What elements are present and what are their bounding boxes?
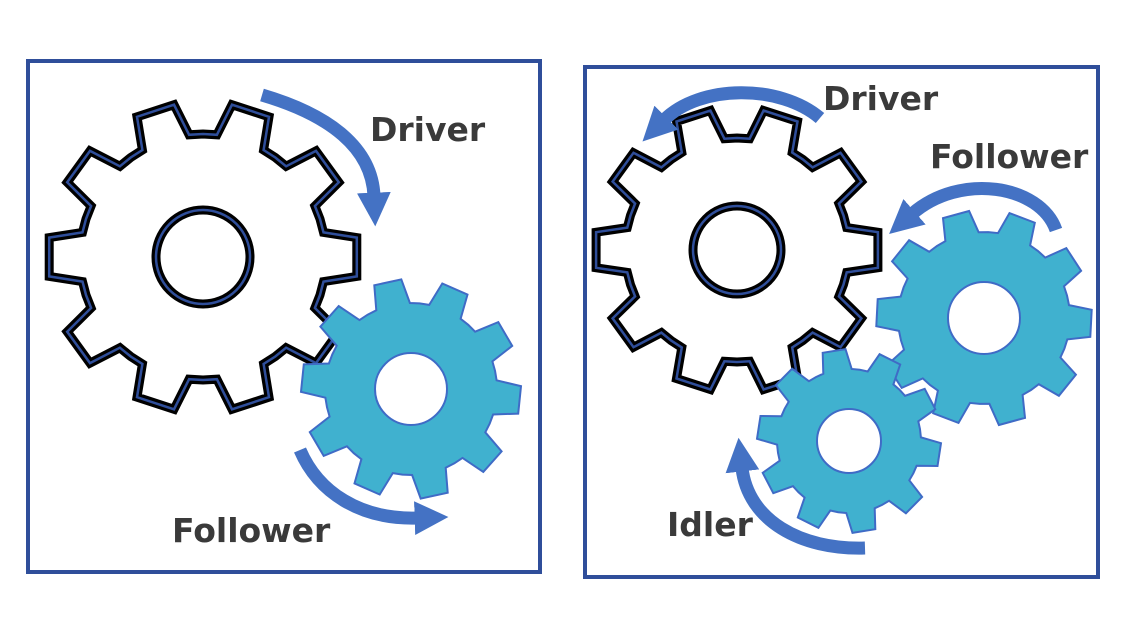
follower-label: Follower <box>930 137 1089 176</box>
driver-rotation-arrow <box>260 88 391 227</box>
idler-label: Idler <box>667 505 754 544</box>
driver-gear-inner-outline <box>47 103 359 411</box>
follower-gear <box>299 278 523 500</box>
follower-rotation-arrow <box>889 182 1063 235</box>
driver-label: Driver <box>823 79 939 118</box>
idler-gear <box>755 347 943 535</box>
follower-rotation-arrow <box>294 447 449 536</box>
driver-rotation-arrow <box>642 86 825 142</box>
panel-frame <box>583 65 1100 579</box>
follower-gear <box>875 209 1093 427</box>
panel-frame <box>26 59 542 574</box>
driver-gear-inner-outline <box>594 108 880 392</box>
idler-rotation-arrow <box>725 437 866 555</box>
panel-idler-train: Driver Follower Idler <box>583 65 1100 579</box>
follower-label: Follower <box>172 511 331 550</box>
panel-simple-train: Driver Follower <box>26 59 542 574</box>
driver-gear <box>591 105 883 395</box>
driver-label: Driver <box>370 110 486 149</box>
